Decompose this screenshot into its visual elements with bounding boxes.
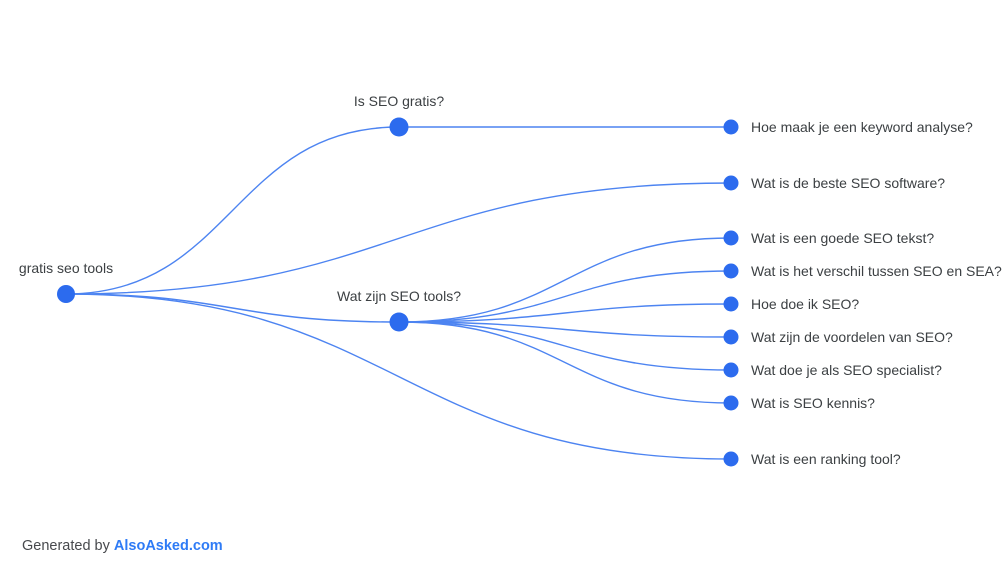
node-label-l4[interactable]: Wat is het verschil tussen SEO en SEA? [751,263,1002,279]
node-label-l7[interactable]: Wat doe je als SEO specialist? [751,362,942,378]
node-label-l9[interactable]: Wat is een ranking tool? [751,451,901,467]
edge-root-l9 [65,293,732,460]
node-label-l8[interactable]: Wat is SEO kennis? [751,395,875,411]
nodes-group [57,117,739,467]
node-label-q2[interactable]: Wat zijn SEO tools? [337,288,461,304]
node-circle-q2[interactable] [389,312,409,332]
node-label-q1[interactable]: Is SEO gratis? [353,93,445,109]
node-circle-l3[interactable] [723,230,739,246]
node-circle-l5[interactable] [723,296,739,312]
edge-q2-l8 [398,321,732,404]
footer-generated-by-text: Generated by [22,538,110,554]
edge-q2-l6 [398,321,732,338]
node-label-l6[interactable]: Wat zijn de voordelen van SEO? [751,329,953,345]
edge-q2-l3 [398,237,732,323]
node-label-l1[interactable]: Hoe maak je een keyword analyse? [751,119,973,135]
node-circle-q1[interactable] [389,117,409,137]
node-label-l5[interactable]: Hoe doe ik SEO? [751,296,860,312]
edge-q2-l4 [398,270,732,323]
edge-root-q1 [65,126,400,295]
node-circle-l7[interactable] [723,362,739,378]
edge-root-l2 [65,182,732,295]
edge-q2-l5 [398,303,732,323]
node-circle-l9[interactable] [723,451,739,467]
alsoasked-brand-link[interactable]: AlsoAsked.com [113,538,223,554]
node-circle-l2[interactable] [723,175,739,191]
node-circle-l6[interactable] [723,329,739,345]
node-circle-l8[interactable] [723,395,739,411]
node-circle-l1[interactable] [723,119,739,135]
node-circle-l4[interactable] [723,263,739,279]
edges-group [65,126,732,460]
node-label-l3[interactable]: Wat is een goede SEO tekst? [751,230,935,246]
node-circle-root[interactable] [57,285,75,303]
footer: Generated by AlsoAsked.com [22,539,223,554]
node-label-root[interactable]: gratis seo tools [18,260,114,276]
edge-q2-l7 [398,321,732,371]
node-label-l2[interactable]: Wat is de beste SEO software? [751,175,946,191]
